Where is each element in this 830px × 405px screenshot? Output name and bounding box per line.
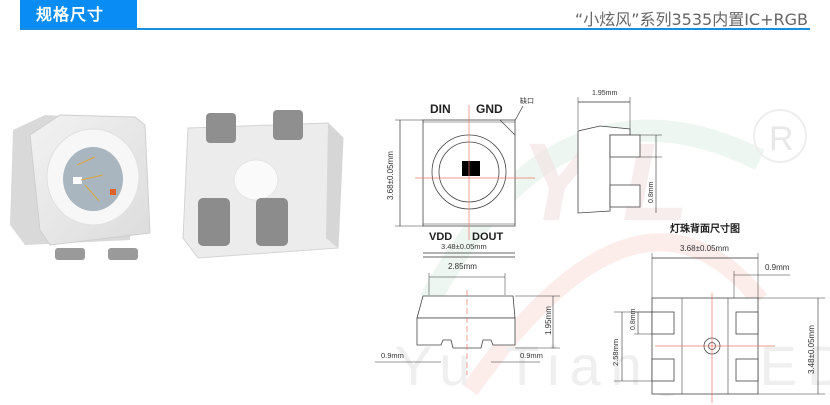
section-tab: 规格尺寸 xyxy=(20,0,137,29)
led-back-view-image xyxy=(182,110,344,259)
back-width-dimension: 3.68±0.05mm xyxy=(680,244,729,253)
pin-vdd-label: VDD xyxy=(429,231,452,243)
back-height-dimension: 3.48±0.05mm xyxy=(807,325,816,374)
registered-icon xyxy=(753,109,807,163)
pin-dout-label: DOUT xyxy=(472,231,503,243)
pin-din-label: DIN xyxy=(430,102,451,116)
header-divider xyxy=(20,28,810,30)
product-series-title: “小炫风”系列3535内置IC+RGB xyxy=(574,10,808,29)
pad-width-dimension: 0.9mm xyxy=(765,263,790,272)
led-front-view-image xyxy=(10,114,151,260)
left-pad-dimension: 0.9mm xyxy=(381,351,404,360)
svg-text:R: R xyxy=(769,120,794,158)
height-dimension: 1.95mm xyxy=(544,306,553,335)
pad-height-dimension: 0.8mm xyxy=(630,308,637,330)
notch-label: 缺口 xyxy=(520,96,534,105)
pin-gnd-label: GND xyxy=(476,102,503,116)
pad-dimension: 0.8mm xyxy=(648,181,655,203)
width-dimension: 3.48±0.05mm xyxy=(441,242,487,251)
side-view-drawing: 1.95mm 0.8mm xyxy=(577,90,662,214)
front-profile-drawing: 2.85mm 1.95mm 0.9mm 0.9mm xyxy=(375,256,560,375)
lens-width-dimension: 2.85mm xyxy=(448,262,477,271)
back-view-drawing: 灯珠背面尺寸图 3.68±0.05mm 0.9mm 0.8mm 2.58mm 3… xyxy=(611,222,825,403)
height-dimension: 3.68±0.05mm xyxy=(386,151,395,200)
back-view-title: 灯珠背面尺寸图 xyxy=(670,222,740,235)
depth-dimension: 1.95mm xyxy=(592,90,617,97)
pad-span-dimension: 2.58mm xyxy=(611,339,620,366)
top-view-drawing: DIN GND 缺口 3.68±0.05mm VDD DOUT 3.48±0.0… xyxy=(386,96,535,254)
right-pad-dimension: 0.9mm xyxy=(520,351,543,360)
